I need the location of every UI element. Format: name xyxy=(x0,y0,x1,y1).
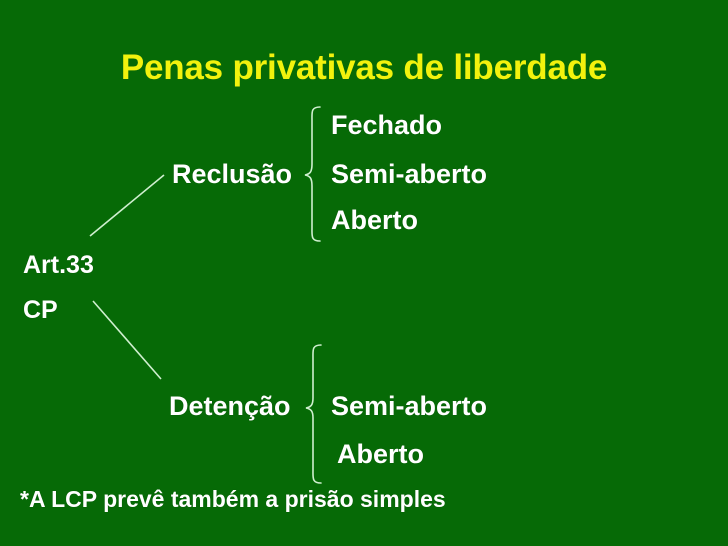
connector-line-detencao xyxy=(92,300,162,380)
brace-reclusao xyxy=(304,106,321,242)
regime-aberto-reclusao: Aberto xyxy=(331,205,418,235)
footnote-text: *A LCP prevê também a prisão simples xyxy=(20,486,446,512)
brace-detencao xyxy=(305,344,322,484)
regime-aberto-detencao: Aberto xyxy=(337,439,424,469)
connector-line-reclusao xyxy=(89,174,165,237)
source-article-line1: Art.33 xyxy=(23,251,94,279)
page-title: Penas privativas de liberdade xyxy=(120,48,608,87)
branch-label-detencao: Detenção xyxy=(169,391,291,421)
source-article-line2: CP xyxy=(23,296,58,324)
regime-semi-aberto-detencao: Semi-aberto xyxy=(331,391,488,421)
branch-label-reclusao: Reclusão xyxy=(172,159,293,189)
regime-semi-aberto-reclusao: Semi-aberto xyxy=(331,159,488,189)
regime-fechado: Fechado xyxy=(331,110,443,140)
